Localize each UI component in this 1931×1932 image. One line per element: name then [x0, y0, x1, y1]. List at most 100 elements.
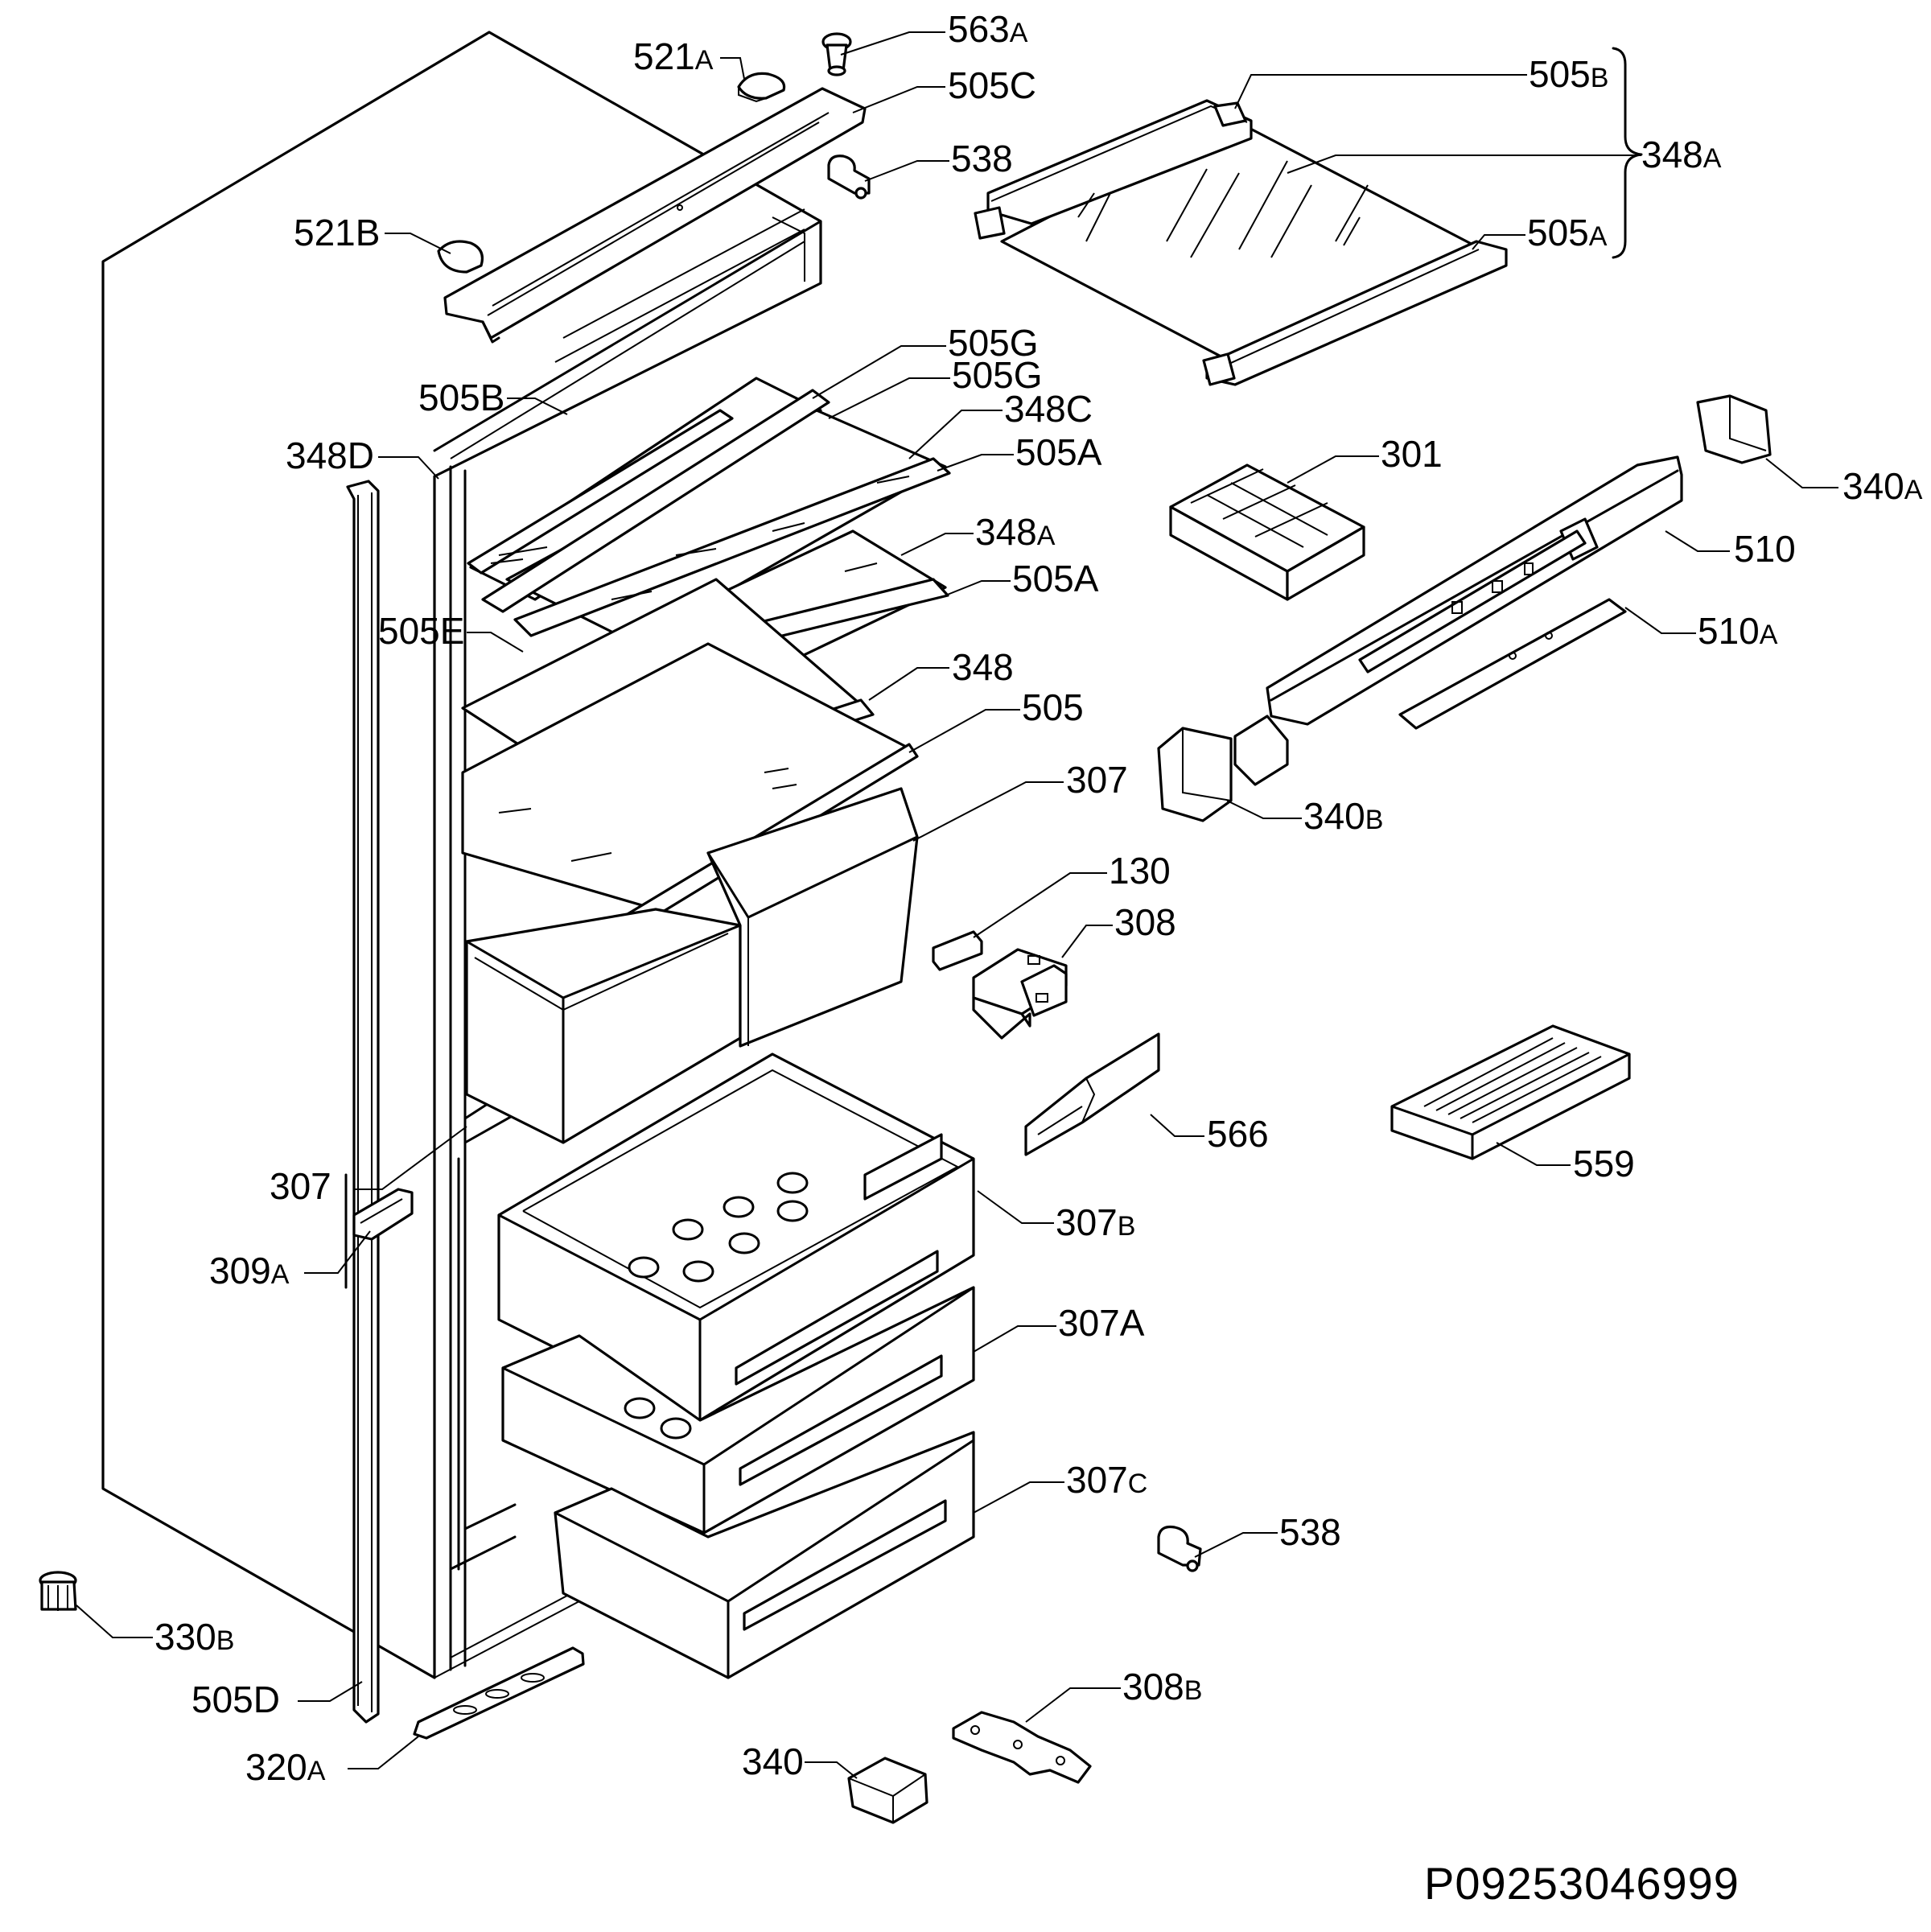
callout-308b: 308B: [1122, 1666, 1202, 1707]
leader-line: [945, 580, 1011, 596]
leader-line: [348, 1736, 419, 1769]
leader-line: [1496, 1142, 1571, 1166]
callout-320a: 320A: [245, 1746, 326, 1788]
callout-505b: 505B: [418, 377, 504, 418]
callout-340a: 340A: [1842, 465, 1923, 507]
bracket-348a-assembly: [1612, 47, 1643, 259]
leader-line: [908, 709, 1020, 753]
callout-130: 130: [1109, 850, 1171, 892]
hinge-pin-538-top: [827, 154, 871, 200]
leader-line: [973, 1325, 1056, 1353]
leader-lines: [76, 31, 1838, 1779]
leader-line: [1234, 74, 1527, 109]
leader-line: [977, 1190, 1054, 1224]
freezer-basket-307b: [497, 1053, 975, 1422]
callout-330b: 330B: [154, 1616, 234, 1658]
callout-505g-1: 505G: [948, 322, 1039, 364]
freezer-basket-307c: [554, 1431, 975, 1679]
callout-307a: 307A: [1058, 1302, 1145, 1344]
end-cap-521b: [437, 240, 484, 274]
end-cap-340a: [1696, 394, 1772, 464]
callout-521a: 521A: [633, 35, 714, 77]
leader-line: [304, 1230, 371, 1274]
callout-307-b: 307: [270, 1165, 331, 1207]
callout-307c: 307C: [1066, 1459, 1147, 1501]
leader-line: [1765, 458, 1838, 488]
leader-line: [1150, 1114, 1204, 1137]
control-housing-510: [1233, 455, 1683, 786]
tray-559: [1390, 1024, 1631, 1160]
leader-line: [354, 1126, 467, 1190]
callout-348: 348: [952, 646, 1014, 688]
callout-505a-top: 505A: [1527, 212, 1608, 253]
callout-505c: 505C: [948, 64, 1036, 106]
leader-line: [868, 667, 949, 701]
basket-holes: [628, 1172, 809, 1283]
callout-340: 340: [742, 1740, 804, 1782]
leader-line: [507, 398, 568, 415]
callout-301: 301: [1381, 433, 1443, 475]
clip-130: [932, 930, 983, 971]
callout-521b: 521B: [294, 212, 380, 253]
callout-505e: 505E: [378, 610, 464, 652]
leader-line: [812, 345, 946, 399]
callout-labels: 563A 521A 505C 538 521B 505B 348A 505A 5…: [154, 8, 1923, 1909]
door-side-rail: [344, 480, 380, 1724]
leader-line: [385, 233, 451, 254]
callout-510: 510: [1734, 528, 1796, 570]
shelf-348a-assembly: [974, 99, 1508, 386]
leader-line: [1472, 234, 1525, 250]
callout-309a: 309A: [209, 1250, 290, 1291]
leader-line: [937, 454, 1014, 472]
callout-505b-top: 505B: [1529, 53, 1608, 95]
leader-line: [467, 632, 524, 653]
leader-line: [805, 1761, 858, 1779]
hinge-pin-538-bottom: [1157, 1525, 1202, 1572]
freezer-basket-307a: [501, 1286, 975, 1534]
hinge-308b: [952, 1711, 1092, 1784]
control-cover-510a: [1398, 598, 1627, 730]
leader-line: [378, 456, 439, 480]
leader-line: [1061, 925, 1113, 958]
callout-563a: 563A: [948, 8, 1028, 50]
cabinet-body: [101, 31, 822, 1679]
shelf-348c: [481, 389, 951, 645]
callout-505d: 505D: [191, 1679, 280, 1720]
callout-505g-2: 505G: [952, 354, 1043, 396]
callout-348c: 348C: [1004, 388, 1093, 430]
callout-505a-1: 505A: [1015, 431, 1102, 473]
callout-566: 566: [1207, 1113, 1269, 1155]
callout-538-top: 538: [951, 138, 1013, 179]
ice-cube-tray-301: [1169, 463, 1365, 601]
end-cap-340b: [1157, 727, 1233, 822]
callout-510a: 510A: [1698, 610, 1778, 652]
callout-308: 308: [1114, 901, 1176, 943]
pin-563a: [821, 32, 852, 76]
leader-line: [1194, 1532, 1278, 1558]
callout-538-bottom: 538: [1279, 1511, 1341, 1553]
callout-340b: 340B: [1303, 795, 1383, 837]
callout-307b: 307B: [1056, 1201, 1135, 1243]
top-rail-505c: [443, 87, 867, 344]
end-cap-521a: [737, 72, 786, 103]
leader-line: [1624, 607, 1696, 634]
leader-line: [840, 31, 945, 56]
tray-slots: [1423, 1037, 1602, 1123]
leader-line: [864, 160, 949, 182]
callout-559: 559: [1573, 1143, 1635, 1184]
leader-line: [1287, 455, 1379, 484]
leader-line: [76, 1605, 153, 1638]
leader-line: [908, 410, 1003, 459]
callout-348a-top: 348A: [1641, 134, 1722, 175]
callout-505: 505: [1022, 686, 1084, 728]
foot-330b: [39, 1571, 77, 1611]
callout-348d: 348D: [286, 435, 374, 476]
leader-line: [1665, 530, 1730, 552]
leader-line: [720, 57, 745, 80]
callout-307-a: 307: [1066, 759, 1128, 801]
leader-line: [973, 872, 1107, 938]
leader-line: [298, 1681, 363, 1702]
leader-line: [900, 533, 974, 556]
leader-line: [1226, 800, 1302, 819]
